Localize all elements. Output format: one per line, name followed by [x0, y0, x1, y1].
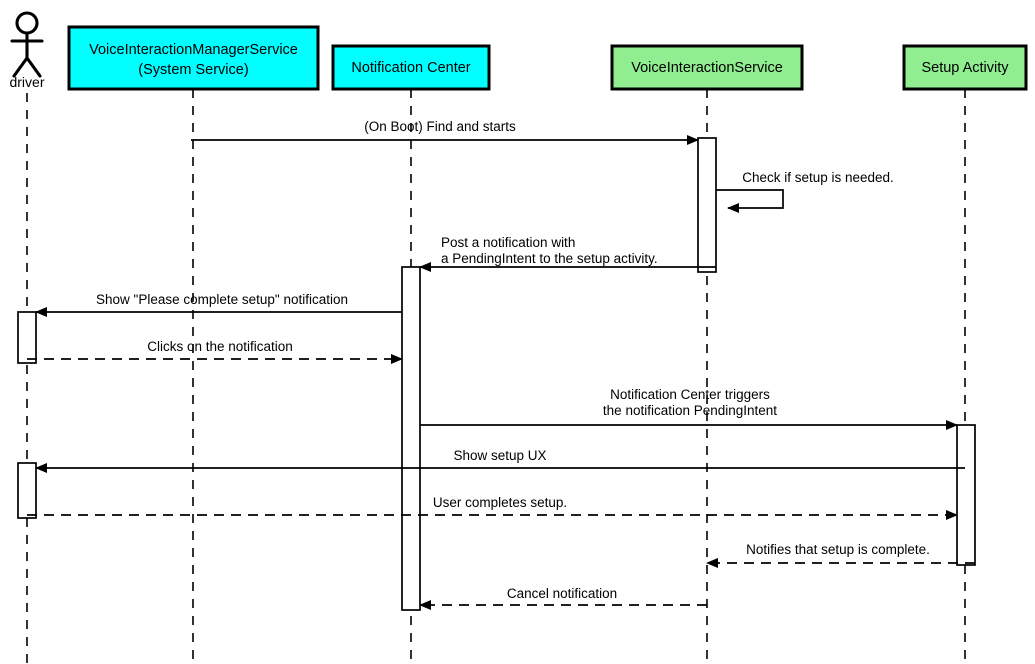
message-label: User completes setup.: [433, 495, 567, 510]
message-label-line2: a PendingIntent to the setup activity.: [441, 251, 658, 266]
activation-driver-1: [17, 311, 37, 364]
actor-driver[interactable]: driver: [9, 11, 45, 664]
participant-box-vims[interactable]: [67, 25, 320, 91]
message-label-line2: the notification PendingIntent: [603, 403, 777, 418]
actor-left-leg-icon: [12, 56, 29, 78]
message-label: Notifies that setup is complete.: [746, 542, 930, 557]
message-notification-center-triggers-pendingintent[interactable]: Notification Center triggers the notific…: [420, 387, 958, 430]
message-label: Show setup UX: [453, 448, 546, 463]
participant-label-vims-line2: (System Service): [138, 62, 248, 78]
participant-voice-interaction-service[interactable]: VoiceInteractionService: [610, 44, 804, 664]
message-label-line1: Post a notification with: [441, 235, 575, 250]
participant-box-setup-activity[interactable]: [902, 44, 1028, 91]
message-show-setup-ux[interactable]: Show setup UX: [35, 448, 965, 473]
message-clicks-on-the-notification[interactable]: Clicks on the notification: [27, 339, 403, 364]
activation-setup-activity: [956, 424, 976, 566]
message-label: (On Boot) Find and starts: [364, 119, 516, 134]
participant-label-notification-center: Notification Center: [351, 60, 470, 76]
activation-voice-interaction-service: [697, 137, 717, 273]
actor-label: driver: [9, 74, 44, 90]
message-show-please-complete-setup-notification[interactable]: Show "Please complete setup" notificatio…: [35, 292, 402, 317]
message-check-if-setup-is-needed[interactable]: Check if setup is needed.: [716, 170, 894, 213]
participant-label-setup-activity: Setup Activity: [921, 60, 1009, 76]
activation-notification-center: [401, 266, 421, 611]
message-label: Show "Please complete setup" notificatio…: [96, 292, 348, 307]
message-cancel-notification[interactable]: Cancel notification: [419, 586, 707, 610]
message-self-arrow: [716, 189, 784, 213]
participant-vims[interactable]: VoiceInteractionManagerService (System S…: [67, 25, 320, 664]
message-label: Clicks on the notification: [147, 339, 293, 354]
actor-right-leg-icon: [25, 56, 42, 78]
participant-box-voice-interaction-service[interactable]: [610, 44, 804, 91]
activation-driver-2: [17, 462, 37, 519]
message-on-boot-find-and-starts[interactable]: (On Boot) Find and starts: [191, 119, 699, 145]
participant-label-vims-line1: VoiceInteractionManagerService: [89, 42, 298, 58]
actor-head-icon: [15, 11, 39, 35]
participant-box-notification-center[interactable]: [331, 44, 491, 91]
message-post-a-notification[interactable]: Post a notification with a PendingIntent…: [419, 235, 716, 272]
participant-setup-activity[interactable]: Setup Activity: [902, 44, 1028, 664]
message-label: Check if setup is needed.: [742, 170, 894, 185]
message-notifies-that-setup-is-complete[interactable]: Notifies that setup is complete.: [706, 542, 975, 568]
message-label-line1: Notification Center triggers: [610, 387, 770, 402]
participant-label-voice-interaction-service: VoiceInteractionService: [631, 60, 783, 76]
message-user-completes-setup[interactable]: User completes setup.: [27, 495, 958, 520]
message-label: Cancel notification: [507, 586, 617, 601]
